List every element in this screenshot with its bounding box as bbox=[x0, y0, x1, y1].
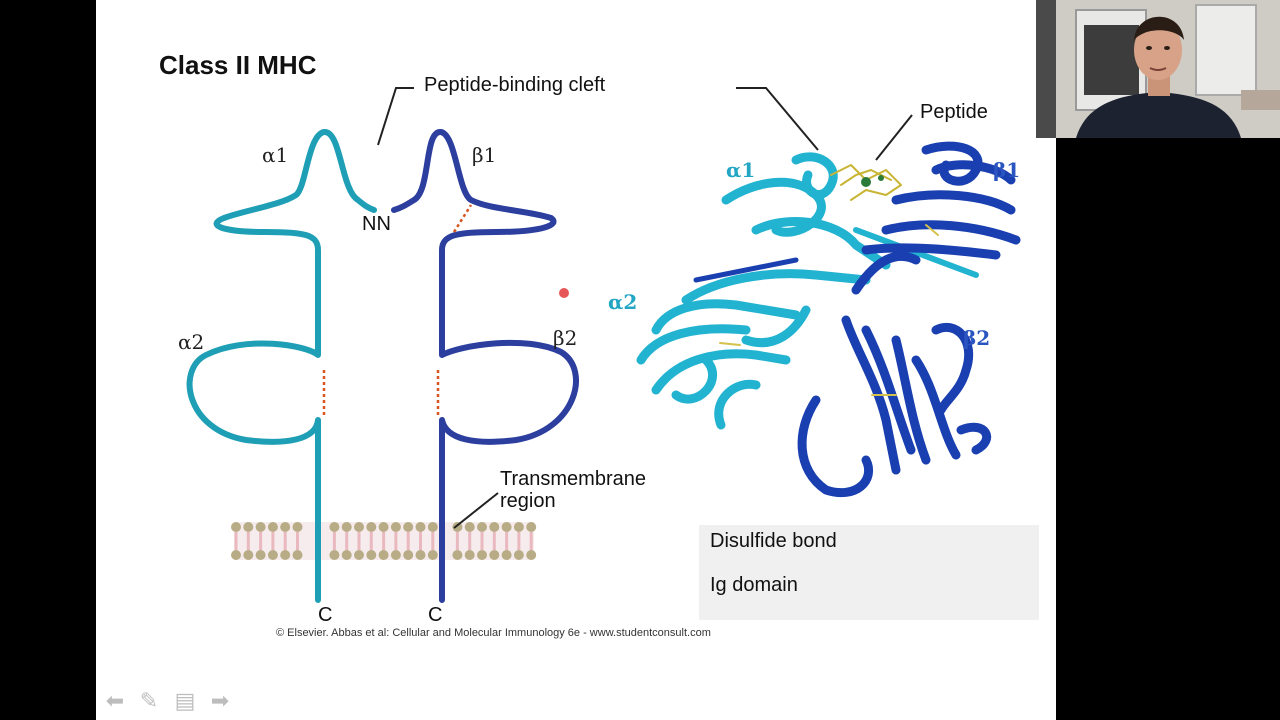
legend-box: Disulfide bond Ig domain bbox=[699, 525, 1039, 620]
lipid-head bbox=[329, 550, 340, 560]
lipid-head bbox=[243, 522, 254, 532]
c-terminal-left: C bbox=[318, 604, 333, 626]
lipid-head bbox=[378, 550, 389, 560]
lipid-head bbox=[366, 550, 377, 560]
structure-beta1-label: β1 bbox=[993, 158, 1021, 182]
lipid-head bbox=[366, 522, 377, 532]
lipid-head bbox=[341, 522, 352, 532]
cleft-pointer-left bbox=[377, 87, 414, 146]
protein-ribbon-structure bbox=[636, 141, 1021, 498]
transmembrane-label: Transmembrane region bbox=[500, 468, 646, 512]
lipid-head bbox=[231, 522, 241, 532]
beta-chain bbox=[391, 129, 579, 603]
structure-alpha1-label: α1 bbox=[726, 158, 756, 182]
lipid-head bbox=[477, 550, 487, 560]
alpha1-label: α1 bbox=[262, 143, 289, 167]
transmembrane-line2: region bbox=[500, 490, 556, 512]
lipid-head bbox=[501, 550, 512, 560]
lipid-head bbox=[390, 522, 401, 532]
cleft-pointer-right bbox=[736, 87, 819, 151]
webcam-frame bbox=[1036, 0, 1280, 138]
laser-pointer bbox=[559, 288, 569, 298]
slide-title: Class II MHC bbox=[159, 50, 317, 80]
peptide-label: Peptide bbox=[920, 101, 988, 123]
arrow-left-icon[interactable]: ⬅ bbox=[105, 688, 125, 713]
lipid-head bbox=[415, 522, 426, 532]
lipid-head bbox=[427, 522, 438, 532]
nn-terminal-label: NN bbox=[362, 213, 391, 235]
legend-disulfide-label: Disulfide bond bbox=[710, 530, 837, 552]
lipid-head bbox=[292, 522, 303, 532]
lipid-head bbox=[243, 550, 254, 560]
alpha-chain bbox=[186, 129, 377, 603]
lipid-head bbox=[427, 550, 438, 560]
lipid-head bbox=[255, 522, 266, 532]
lipid-head bbox=[464, 550, 475, 560]
lipid-head bbox=[489, 550, 500, 560]
structure-beta2-label: β2 bbox=[963, 326, 991, 350]
lipid-head bbox=[280, 522, 291, 532]
lipid-head bbox=[390, 550, 401, 560]
pen-icon[interactable]: ✎ bbox=[139, 688, 159, 713]
peptide-binding-cleft-label: Peptide-binding cleft bbox=[424, 74, 606, 96]
lipid-head bbox=[378, 522, 389, 532]
slides-menu-icon[interactable]: ▤ bbox=[174, 688, 196, 713]
disulfide-bonds bbox=[322, 204, 473, 415]
lipid-head bbox=[292, 550, 303, 560]
lipid-head bbox=[501, 522, 512, 532]
arrow-right-icon[interactable]: ➡ bbox=[210, 688, 230, 713]
presentation-slide: Class II MHC Peptide-binding cleft Pepti… bbox=[96, 0, 1056, 720]
webcam-video bbox=[1036, 0, 1280, 138]
lipid-head bbox=[526, 522, 537, 532]
peptide-pointer bbox=[875, 114, 913, 161]
alpha2-label: α2 bbox=[178, 330, 205, 354]
lipid-bilayer bbox=[231, 522, 537, 560]
lipid-head bbox=[231, 550, 241, 560]
lipid-head bbox=[513, 550, 524, 560]
lipid-head bbox=[526, 550, 537, 560]
lipid-head bbox=[255, 550, 266, 560]
lipid-head bbox=[267, 550, 278, 560]
lipid-head bbox=[267, 522, 278, 532]
transmembrane-line1: Transmembrane bbox=[500, 468, 646, 490]
lipid-head bbox=[280, 550, 291, 560]
lipid-head bbox=[489, 522, 500, 532]
lipid-head bbox=[477, 522, 487, 532]
lipid-head bbox=[452, 550, 463, 560]
lipid-head bbox=[354, 550, 364, 560]
beta2-label: β2 bbox=[553, 326, 578, 350]
structure-alpha2-label: α2 bbox=[608, 290, 638, 314]
lipid-head bbox=[329, 522, 340, 532]
lipid-head bbox=[464, 522, 475, 532]
lipid-head bbox=[403, 522, 414, 532]
lipid-head bbox=[354, 522, 364, 532]
c-terminal-right: C bbox=[428, 604, 443, 626]
transmembrane-pointer bbox=[453, 492, 499, 529]
copyright-credit: © Elsevier. Abbas et al: Cellular and Mo… bbox=[276, 627, 711, 639]
lipid-head bbox=[513, 522, 524, 532]
legend-ig-domain-label: Ig domain bbox=[710, 574, 798, 596]
lipid-head bbox=[341, 550, 352, 560]
lipid-head bbox=[403, 550, 414, 560]
beta1-label: β1 bbox=[472, 143, 497, 167]
lipid-head bbox=[415, 550, 426, 560]
